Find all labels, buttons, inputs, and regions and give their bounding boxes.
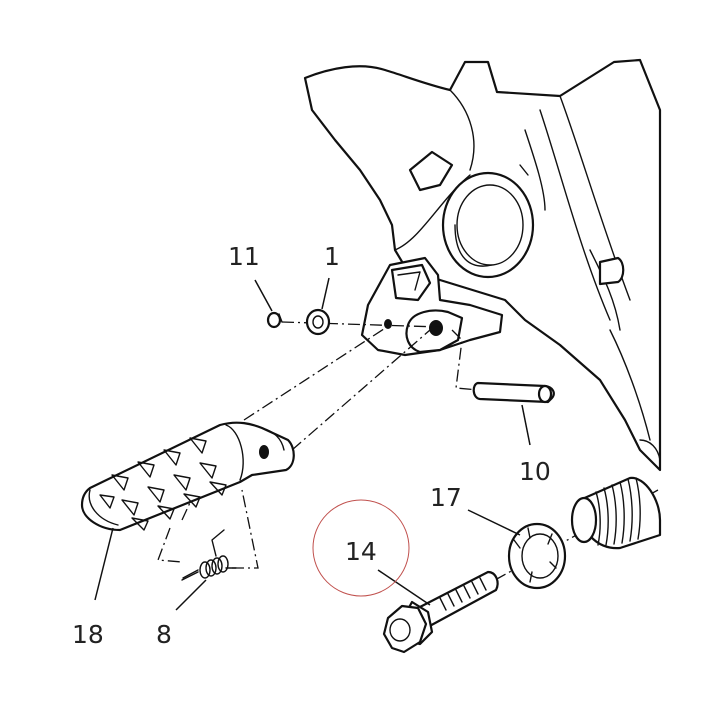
highlight-circle-14 — [312, 499, 410, 597]
part-pivot-pin-10 — [472, 381, 555, 404]
part-circlip-11 — [266, 311, 283, 329]
part-flange-bolt-14 — [382, 570, 499, 654]
part-return-spring-8 — [181, 529, 237, 581]
callout-8: 8 — [156, 620, 172, 649]
callout-1: 1 — [324, 242, 340, 271]
footpeg-bracket-frame — [303, 58, 662, 472]
callout-leader-lines — [94, 277, 531, 611]
callout-17: 17 — [430, 483, 462, 512]
part-castle-nut-17 — [507, 522, 567, 590]
callout-10: 10 — [519, 457, 551, 486]
callout-14: 14 — [345, 537, 377, 566]
callout-11: 11 — [228, 242, 260, 271]
part-washer-1 — [305, 308, 331, 336]
part-footpeg-18 — [80, 421, 295, 532]
callout-18: 18 — [72, 620, 104, 649]
threaded-bushing-part — [570, 476, 662, 550]
pivot-mount-plate — [360, 256, 504, 357]
